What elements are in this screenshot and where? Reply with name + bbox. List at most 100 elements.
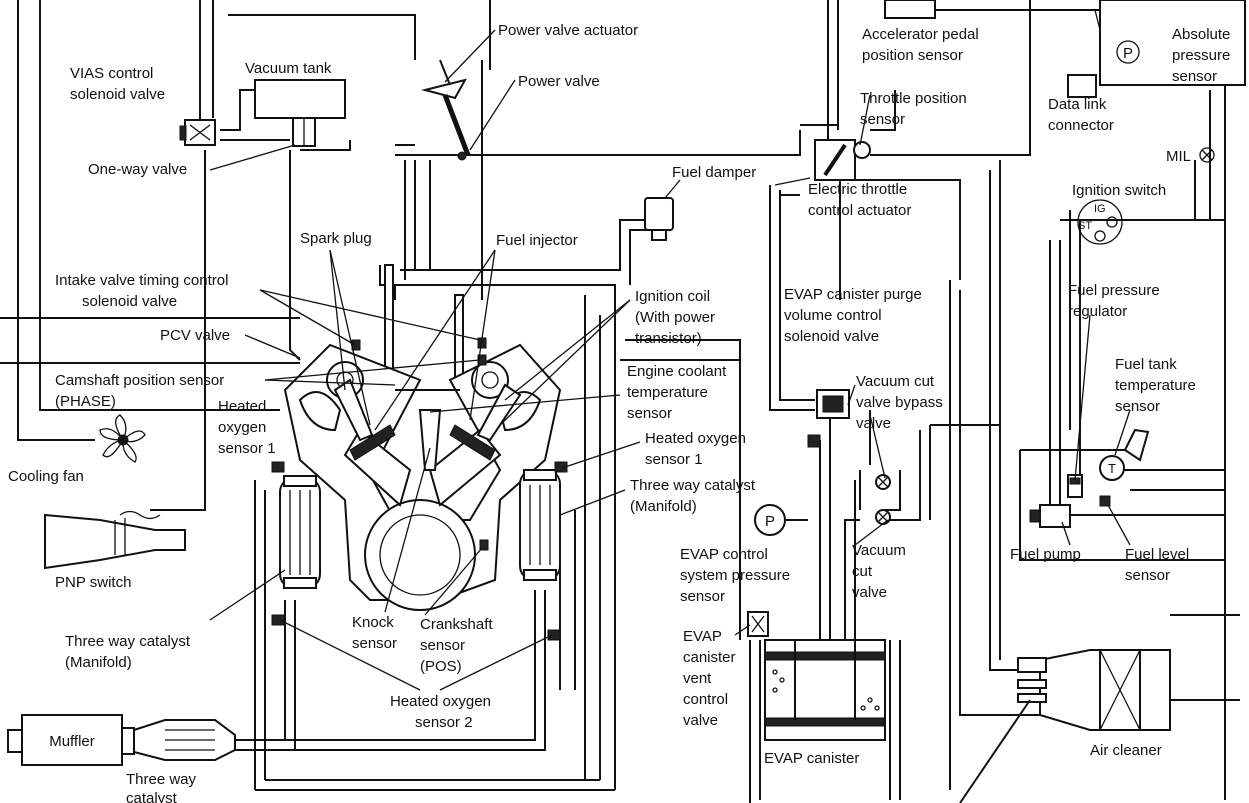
label-evap-purge-2: volume control	[784, 307, 882, 324]
fuel-injector-rails	[384, 264, 464, 386]
ig-label: IG	[1094, 203, 1106, 215]
label-power-valve-actuator: Power valve actuator	[498, 22, 638, 39]
muffler-label: Muffler	[49, 733, 95, 750]
engine-block-icon	[283, 337, 562, 611]
vacuum-cut-valve-icon	[875, 474, 891, 525]
label-evap-vent-3: vent	[683, 670, 712, 687]
evap-p-symbol: P	[765, 513, 775, 530]
label-etc-2: control actuator	[808, 202, 911, 219]
label-twcr-1: Three way catalyst	[630, 477, 756, 494]
label-twcb-1: Three way	[126, 771, 197, 788]
label-ho2s1r-2: sensor 1	[645, 451, 703, 468]
heated-oxygen-sensor-1-left-icon	[271, 461, 285, 473]
label-ect-2: temperature	[627, 384, 708, 401]
label-coil-1: Ignition coil	[635, 288, 710, 305]
label-vcvb-2: valve bypass	[856, 394, 943, 411]
label-vcv-1: Vacuum	[852, 542, 906, 559]
vias-solenoid-icon	[179, 119, 216, 146]
label-fls-1: Fuel level	[1125, 546, 1189, 563]
label-abs-1: Absolute	[1172, 26, 1230, 43]
three-way-catalyst-bottom-icon	[121, 719, 236, 761]
air-cleaner-icon	[959, 649, 1171, 803]
label-cmp-1: Camshaft position sensor	[55, 372, 224, 389]
label-ho2s2-2: sensor 2	[415, 714, 473, 731]
label-evap-vent-2: canister	[683, 649, 736, 666]
muffler-icon: Muffler	[7, 714, 123, 766]
label-cmp-2: (PHASE)	[55, 393, 116, 410]
power-valve-actuator-icon	[421, 59, 471, 161]
label-ho2s1l-1: Heated	[218, 398, 266, 415]
label-coil-3: transistor)	[635, 330, 702, 347]
label-dlc-1: Data link	[1048, 96, 1107, 113]
label-ho2s2-1: Heated oxygen	[390, 693, 491, 710]
label-knock-2: sensor	[352, 635, 397, 652]
label-accel-2: position sensor	[862, 47, 963, 64]
label-pnp-switch: PNP switch	[55, 574, 131, 591]
cooling-fan-icon	[99, 414, 146, 463]
label-fuel-injector: Fuel injector	[496, 232, 578, 249]
label-accel-1: Accelerator pedal	[862, 26, 979, 43]
fuel-pump-icon	[1029, 504, 1071, 528]
label-evap-purge-3: solenoid valve	[784, 328, 879, 345]
label-ivtc-2: solenoid valve	[82, 293, 177, 310]
label-ftt-2: temperature	[1115, 377, 1196, 394]
label-knock-1: Knock	[352, 614, 394, 631]
label-ckp-3: (POS)	[420, 658, 462, 675]
label-abs-2: pressure	[1172, 47, 1230, 64]
label-dlc-2: connector	[1048, 117, 1114, 134]
three-way-catalyst-left-icon	[279, 475, 321, 589]
label-spark-plug: Spark plug	[300, 230, 372, 247]
label-fuel-damper: Fuel damper	[672, 164, 756, 181]
fuel-tank-temp-sensor-icon: T	[1099, 428, 1150, 481]
label-coil-2: (With power	[635, 309, 715, 326]
t-symbol: T	[1108, 461, 1116, 476]
label-ect-3: sensor	[627, 405, 672, 422]
vacuum-tank-icon	[254, 79, 346, 147]
label-power-valve: Power valve	[518, 73, 600, 90]
three-way-catalyst-right-icon	[519, 469, 561, 581]
leader-lines	[209, 9, 1131, 691]
mil-lamp-icon	[1199, 147, 1215, 163]
label-fls-2: sensor	[1125, 567, 1170, 584]
label-vcvb-1: Vacuum cut	[856, 373, 935, 390]
label-vias-2: solenoid valve	[70, 86, 165, 103]
evap-purge-solenoid-icon	[807, 389, 850, 448]
ignition-switch-icon: IG ST	[1077, 199, 1123, 245]
label-fpr-2: regulator	[1068, 303, 1127, 320]
label-fpr-1: Fuel pressure	[1068, 282, 1160, 299]
label-evap-vent-1: EVAP	[683, 628, 722, 645]
electric-throttle-icon	[814, 139, 871, 181]
label-vcvb-3: valve	[856, 415, 891, 432]
label-twcl-1: Three way catalyst	[65, 633, 191, 650]
pnp-switch-icon	[44, 510, 186, 570]
accelerator-pedal-sensor-box	[884, 0, 936, 19]
label-ho2s1l-3: sensor 1	[218, 440, 276, 457]
label-evap-ps-1: EVAP control	[680, 546, 768, 563]
label-vias-1: VIAS control	[70, 65, 153, 82]
fuel-level-sensor-icon	[1099, 495, 1111, 507]
heated-oxygen-sensor-2-left-icon	[271, 614, 285, 626]
label-twcb-2: catalyst	[126, 790, 178, 803]
label-cooling-fan: Cooling fan	[8, 468, 84, 485]
label-evap-canister: EVAP canister	[764, 750, 859, 767]
label-abs-3: sensor	[1172, 68, 1217, 85]
evap-canister-icon	[747, 611, 886, 741]
label-ho2s1r-1: Heated oxygen	[645, 430, 746, 447]
label-evap-ps-2: system pressure	[680, 567, 790, 584]
p-symbol: P	[1123, 45, 1133, 62]
label-tps-1: Throttle position	[860, 90, 967, 107]
label-ect-1: Engine coolant	[627, 363, 727, 380]
label-vcv-3: valve	[852, 584, 887, 601]
fuel-damper-icon	[644, 197, 674, 241]
data-link-connector-box	[1067, 74, 1097, 98]
label-evap-vent-4: control	[683, 691, 728, 708]
label-twcr-2: (Manifold)	[630, 498, 697, 515]
label-ignition-switch: Ignition switch	[1072, 182, 1166, 199]
label-evap-purge-1: EVAP canister purge	[784, 286, 922, 303]
label-pcv-valve: PCV valve	[160, 327, 230, 344]
label-ckp-2: sensor	[420, 637, 465, 654]
label-twcl-2: (Manifold)	[65, 654, 132, 671]
evap-pressure-sensor-icon: P	[754, 504, 786, 536]
